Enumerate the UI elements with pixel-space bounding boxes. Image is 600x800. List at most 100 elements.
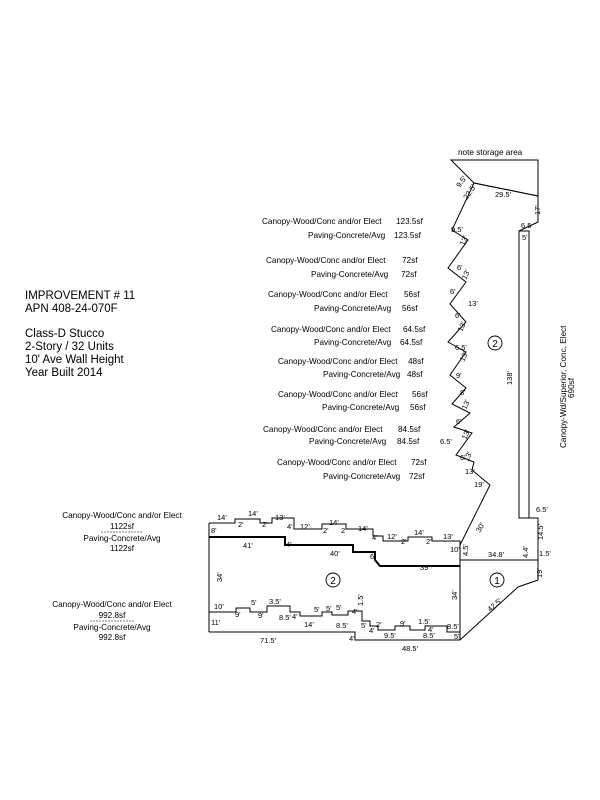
right-canopy-strip (519, 230, 530, 518)
stair3-paving: Paving-Concrete/Avg (314, 304, 392, 313)
wall-height: 10' Ave Wall Height (25, 354, 124, 366)
dim-r1: 6.5 (521, 221, 531, 230)
stair5-canopy: Canopy-Wood/Conc and/or Elect (278, 357, 398, 366)
stair7-canopy-area: 84.5sf (398, 425, 421, 434)
section-num-upper: 2 (492, 339, 498, 350)
stair3-paving-area: 56sf (402, 304, 418, 313)
dim-b11: 11' (211, 618, 221, 627)
dim-b4d: 4' (349, 634, 355, 643)
left2-canopy-area: 992.8sf (99, 611, 127, 620)
right-canopy-area: 690sf (567, 377, 576, 398)
dim-b85a: 8.5' (279, 613, 291, 622)
dim-z11: 9' (456, 371, 462, 380)
dim-m41: 41' (243, 541, 253, 550)
dim-b35: 3.5' (269, 597, 281, 606)
left1-canopy-area: 1122sf (110, 522, 135, 531)
section-marker-lower-right (489, 572, 505, 588)
stair6-canopy-area: 56sf (412, 390, 428, 399)
dim-z13: 13' (460, 398, 473, 411)
stair4-canopy: Canopy-Wood/Conc and/or Elect (271, 325, 391, 334)
year-built: Year Built 2014 (25, 367, 103, 379)
storage-note: note storage area (458, 148, 523, 157)
dim-z16: 6.5' (440, 437, 452, 446)
left1-canopy: Canopy-Wood/Conc and/or Elect (62, 511, 182, 520)
dim-z3: 6' (457, 263, 463, 272)
dim-t4: 12' (300, 522, 310, 531)
dim-z6: 13' (468, 299, 478, 308)
dim-b5f: 5' (454, 632, 460, 641)
dim-z14: 6' (456, 417, 462, 426)
dim-z19: 13' (465, 467, 475, 476)
stair8-canopy: Canopy-Wood/Conc and/or Elect (277, 458, 397, 467)
dim-s2c: 4' (287, 522, 293, 531)
dim-t9: 13' (443, 532, 453, 541)
inner-wall-line (209, 536, 460, 567)
dim-z2: 13' (458, 234, 471, 247)
dim-b2: 4' (292, 612, 298, 621)
dim-z8: 13' (456, 320, 469, 333)
dim-b10: 10' (214, 602, 224, 611)
dim-d19: 19' (535, 568, 544, 578)
dim-z4: 13' (460, 268, 473, 281)
improvement-title: IMPROVEMENT # 11 (25, 290, 136, 302)
dim-b14: 14' (304, 620, 314, 629)
dim-z10: 13' (458, 350, 471, 363)
stair4-canopy-area: 64.5sf (403, 325, 426, 334)
dim-b9c: 9' (400, 619, 406, 628)
dim-b4c: 4' (428, 625, 434, 634)
dim-s2f: 4' (372, 533, 378, 542)
left2-paving-area: 992.8sf (99, 633, 127, 642)
dim-t1: 14' (217, 513, 227, 522)
dim-b85b: 8.5' (336, 621, 348, 630)
stair3-canopy-area: 56sf (404, 290, 420, 299)
stair4-paving-area: 64.5sf (400, 338, 423, 347)
stair7-canopy: Canopy-Wood/Conc and/or Elect (263, 425, 383, 434)
stair5-canopy-area: 48sf (408, 357, 424, 366)
apn-number: APN 408-24-070F (25, 303, 118, 315)
dim-b715: 71.5' (260, 636, 277, 645)
dim-d45: 4.5' (461, 544, 470, 556)
dim-r6: 4.4' (521, 546, 530, 558)
stair5-paving: Paving-Concrete/Avg (323, 370, 401, 379)
dim-b5c: 5' (326, 604, 332, 613)
dim-z21: 30' (474, 521, 487, 534)
stair6-paving-area: 56sf (410, 403, 426, 412)
dim-b485: 48.5' (402, 644, 419, 653)
dim-t8: 14' (414, 528, 424, 537)
dim-t3: 13' (275, 513, 285, 522)
left1-paving: Paving-Concrete/Avg (83, 534, 161, 543)
stair1-canopy-area: 123.5sf (396, 217, 424, 226)
dim-z17: 13' (462, 450, 475, 463)
dim-b5a: 5' (251, 598, 257, 607)
dim-s2a: 2' (238, 520, 244, 529)
lower-building-outline (209, 517, 461, 560)
dim-z7: 6' (455, 311, 461, 320)
section-marker-lower-left (325, 572, 341, 588)
dim-d34b: 34' (450, 590, 459, 600)
dim-s2g: 2' (401, 537, 407, 546)
dim-d348: 34.8' (488, 550, 505, 559)
stair2-paving-area: 72sf (401, 270, 417, 279)
dim-b85d: 8.5' (447, 622, 459, 631)
dim-r5: 1.5' (539, 549, 551, 558)
stair-annotations: Canopy-Wood/Conc and/or Elect 123.5sf Pa… (262, 217, 428, 481)
dim-b4b: 4' (369, 626, 375, 635)
section-num-lower-left: 2 (330, 576, 336, 587)
dim-t5: 14' (329, 518, 339, 527)
stair3-canopy: Canopy-Wood/Conc and/or Elect (268, 290, 388, 299)
section-num-lower-right: 1 (494, 576, 500, 587)
dim-d10: 10' (450, 545, 460, 554)
stories-units: 2-Story / 32 Units (25, 341, 114, 353)
dim-b95: 9.5' (384, 631, 396, 640)
dim-b5e: 5' (361, 621, 367, 630)
left2-paving: Paving-Concrete/Avg (73, 623, 151, 632)
dim-m4: 4' (286, 540, 292, 549)
dim-s2e: 2' (341, 526, 347, 535)
dim-b5d: 5' (336, 603, 342, 612)
lower-stair-edge (209, 605, 460, 633)
stair8-paving-area: 72sf (409, 472, 425, 481)
stair8-canopy-area: 72sf (411, 458, 427, 467)
dim-t6: 14' (358, 524, 368, 533)
stair7-paving-area: 84.5sf (397, 437, 420, 446)
